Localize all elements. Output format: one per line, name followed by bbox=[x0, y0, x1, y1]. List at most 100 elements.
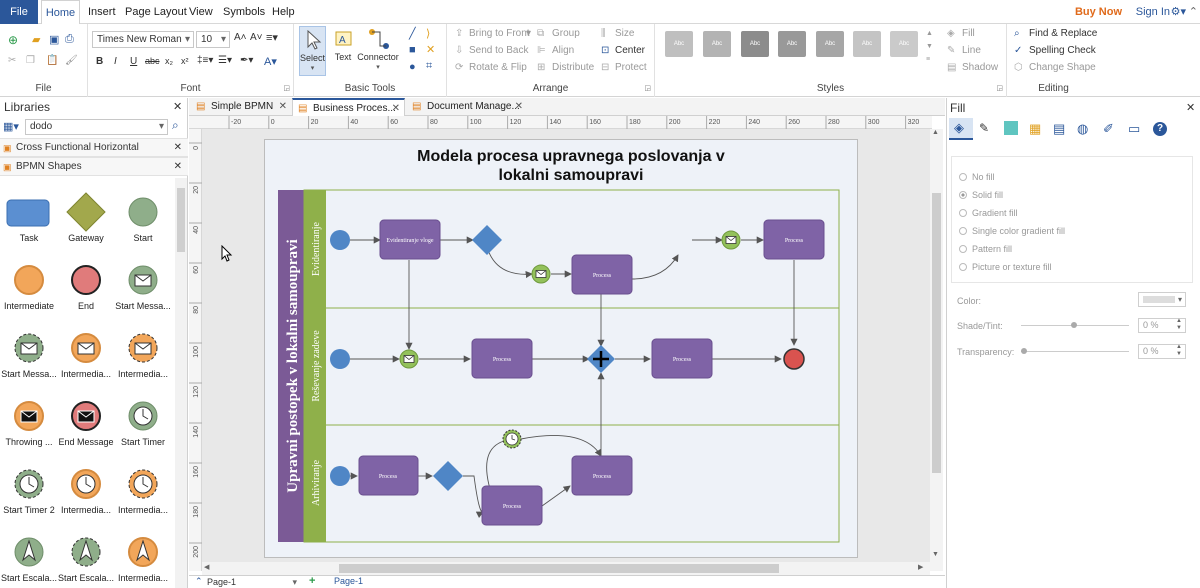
library-shape-item[interactable]: Intermedia... bbox=[114, 322, 172, 390]
close-library-cross-icon[interactable]: ✕ bbox=[173, 142, 182, 153]
library-shape-item[interactable]: Task bbox=[0, 186, 58, 254]
image-icon[interactable]: ▦ bbox=[1029, 121, 1042, 136]
rotate-flip-button[interactable]: Rotate & Flip bbox=[469, 62, 527, 73]
tab-document-management[interactable]: ▤ Document Manage...✕ bbox=[407, 98, 527, 116]
library-cross-functional[interactable]: ▣ Cross Functional Horizontal ✕ bbox=[0, 138, 188, 157]
arrange-dialog-launcher-icon[interactable]: ◲ bbox=[644, 85, 651, 92]
menu-insert[interactable]: Insert bbox=[88, 6, 116, 18]
send-to-back-button[interactable]: Send to Back bbox=[469, 45, 529, 56]
library-menu-icon[interactable]: ▦▾ bbox=[3, 121, 19, 133]
settings-gear-icon[interactable]: ⚙▾ bbox=[1170, 6, 1186, 18]
transparency-slider-track[interactable] bbox=[1021, 351, 1129, 352]
library-shape-item[interactable]: Intermedia... bbox=[114, 526, 172, 588]
spelling-check-button[interactable]: Spelling Check bbox=[1029, 45, 1096, 56]
library-shape-item[interactable]: Throwing ... bbox=[0, 390, 58, 458]
library-shape-item[interactable]: Intermediate bbox=[0, 254, 58, 322]
library-shape-item[interactable]: Start Timer 2 bbox=[0, 458, 58, 526]
line-tool-icon[interactable]: ╱ bbox=[409, 28, 416, 40]
library-shape-item[interactable]: Start bbox=[114, 186, 172, 254]
color-picker[interactable]: ▾ bbox=[1138, 292, 1186, 307]
ellipse-tool-icon[interactable]: ● bbox=[409, 61, 416, 73]
highlight-icon[interactable]: ✒▾ bbox=[240, 55, 254, 66]
library-bpmn-shapes[interactable]: ▣ BPMN Shapes ✕ bbox=[0, 157, 188, 176]
shadow-style-icon[interactable] bbox=[1004, 121, 1018, 135]
horizontal-scrollbar[interactable]: ◀ ▶ bbox=[202, 562, 930, 575]
font-family-select[interactable]: Times New Roman▾ bbox=[92, 31, 194, 48]
bring-front-arrow-icon[interactable]: ▾ bbox=[526, 28, 532, 39]
tab-simple-bpmn[interactable]: ▤ Simple BPMN✕ bbox=[191, 98, 291, 116]
scroll-down-icon[interactable]: ▼ bbox=[932, 551, 939, 558]
save-icon[interactable]: ▣ bbox=[49, 34, 60, 46]
help-icon[interactable]: ? bbox=[1153, 122, 1167, 136]
menu-home[interactable]: Home bbox=[41, 0, 80, 25]
styles-more-icon[interactable]: ≡ bbox=[926, 56, 931, 63]
library-shape-item[interactable]: Start Timer bbox=[114, 390, 172, 458]
fill-tab[interactable]: ◈ bbox=[949, 118, 973, 140]
distribute-button[interactable]: Distribute bbox=[552, 62, 595, 73]
library-shape-item[interactable]: End Message bbox=[57, 390, 115, 458]
close-library-bpmn-icon[interactable]: ✕ bbox=[173, 161, 182, 172]
superscript-icon[interactable]: x² bbox=[181, 56, 189, 66]
line-style-icon[interactable]: ✎ bbox=[979, 121, 990, 135]
text-tool-button[interactable]: A Text bbox=[331, 26, 355, 76]
shade-slider-thumb[interactable] bbox=[1071, 322, 1077, 328]
styles-scroll-down-icon[interactable]: ▼ bbox=[926, 43, 933, 50]
style-swatch-2[interactable]: Abc bbox=[703, 31, 731, 57]
close-tab-icon[interactable]: ✕ bbox=[278, 101, 287, 112]
style-swatch-1[interactable]: Abc bbox=[665, 31, 693, 57]
collapse-ribbon-icon[interactable]: ⌃ bbox=[1188, 6, 1198, 18]
center-button[interactable]: Center bbox=[615, 45, 646, 56]
close-tab-icon[interactable]: ✕ bbox=[391, 103, 400, 114]
style-swatch-3[interactable]: Abc bbox=[741, 31, 769, 57]
hyperlink-globe-icon[interactable]: ◍ bbox=[1077, 121, 1089, 136]
scroll-right-icon[interactable]: ▶ bbox=[918, 564, 924, 571]
fill-option-no-fill[interactable]: No fill bbox=[959, 172, 995, 182]
fill-button[interactable]: Fill bbox=[962, 28, 975, 39]
select-tool-button[interactable]: Select ▾ bbox=[299, 26, 326, 76]
strikethrough-icon[interactable]: abc bbox=[145, 56, 160, 66]
library-shape-item[interactable]: Start Messa... bbox=[0, 322, 58, 390]
shade-tint-input[interactable]: 0 %▲▼ bbox=[1138, 318, 1186, 333]
page-tab[interactable]: Page-1 bbox=[334, 576, 364, 586]
transparency-slider-thumb[interactable] bbox=[1021, 348, 1027, 354]
font-size-select[interactable]: 10▾ bbox=[196, 31, 230, 48]
find-replace-button[interactable]: Find & Replace bbox=[1029, 28, 1098, 39]
library-shape-item[interactable]: Start Escala... bbox=[0, 526, 58, 588]
document-properties-icon[interactable]: ▤ bbox=[1053, 121, 1066, 136]
menu-view[interactable]: View bbox=[189, 6, 213, 18]
align-button[interactable]: Align bbox=[552, 45, 575, 56]
style-swatch-4[interactable]: Abc bbox=[778, 31, 806, 57]
drawing-canvas[interactable]: Modela procesa upravnega poslovanja v lo… bbox=[202, 129, 930, 571]
align-text-icon[interactable]: ≡▾ bbox=[266, 32, 278, 44]
menu-file[interactable]: File bbox=[0, 0, 38, 24]
style-swatch-6[interactable]: Abc bbox=[853, 31, 881, 57]
comment-icon[interactable]: ▭ bbox=[1128, 121, 1141, 136]
styles-dialog-launcher-icon[interactable]: ◲ bbox=[996, 85, 1003, 92]
line-button[interactable]: Line bbox=[962, 45, 981, 56]
fill-option-gradient[interactable]: Gradient fill bbox=[959, 208, 1018, 218]
page-collapse-icon[interactable]: ⌃ bbox=[195, 576, 203, 586]
fill-option-picture[interactable]: Picture or texture fill bbox=[959, 262, 1052, 272]
library-shape-item[interactable]: Start Escala... bbox=[57, 526, 115, 588]
tab-business-process[interactable]: ▤ Business Proces...✕ bbox=[292, 98, 405, 116]
new-icon[interactable]: ⊕ bbox=[8, 33, 19, 47]
cut-icon[interactable]: ✂ bbox=[8, 55, 17, 66]
library-scroll-thumb[interactable] bbox=[177, 188, 185, 252]
fill-option-solid[interactable]: Solid fill bbox=[959, 190, 1003, 200]
italic-icon[interactable]: I bbox=[114, 56, 117, 67]
bullets-icon[interactable]: ☰▾ bbox=[218, 55, 232, 66]
copy-icon[interactable]: ❐ bbox=[26, 55, 35, 66]
paste-icon[interactable]: 📋 bbox=[46, 55, 59, 66]
style-swatch-5[interactable]: Abc bbox=[816, 31, 844, 57]
buy-now-link[interactable]: Buy Now bbox=[1074, 6, 1122, 18]
menu-symbols[interactable]: Symbols bbox=[223, 6, 266, 18]
connector-tool-button[interactable]: Connector ▾ bbox=[356, 26, 400, 76]
fill-option-single-gradient[interactable]: Single color gradient fill bbox=[959, 226, 1065, 236]
bold-icon[interactable]: B bbox=[96, 56, 104, 67]
scroll-up-icon[interactable]: ▲ bbox=[932, 129, 939, 136]
library-shape-item[interactable]: Intermedia... bbox=[114, 458, 172, 526]
print-icon[interactable]: ⎙ bbox=[65, 33, 74, 45]
menu-help[interactable]: Help bbox=[272, 6, 295, 18]
group-button[interactable]: Group bbox=[552, 28, 580, 39]
scroll-left-icon[interactable]: ◀ bbox=[204, 564, 210, 571]
